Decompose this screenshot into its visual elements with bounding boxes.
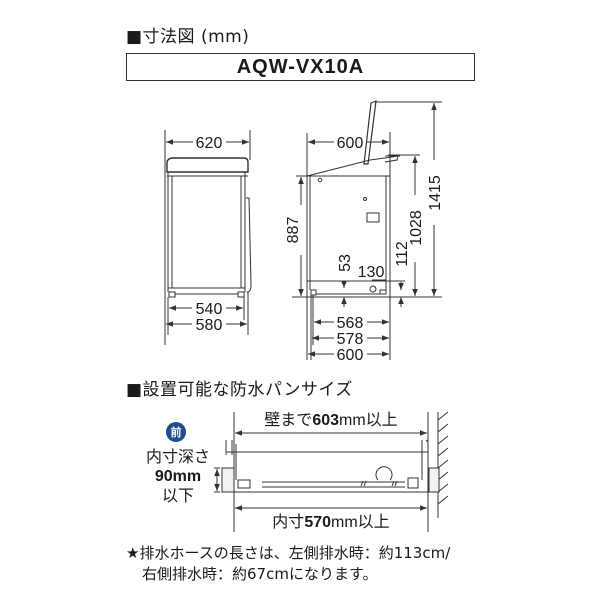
dimension-section-title: ■寸法図 (mm) <box>126 27 250 47</box>
model-name: AQW-VX10A <box>236 55 365 78</box>
depth-line1: 内寸深さ <box>145 447 210 466</box>
waterproof-pan-diagram <box>221 411 449 532</box>
front-badge-label: 前 <box>170 426 182 439</box>
depth-line3: 以下 <box>161 486 194 505</box>
side-height-body: 887 <box>285 217 302 244</box>
to-wall-label: 壁まで603mm以上 <box>264 410 397 429</box>
model-name-box: AQW-VX10A <box>126 53 475 81</box>
front-outer-base: 580 <box>196 317 223 334</box>
front-view-washer <box>164 130 252 345</box>
footnote-line2: 右側排水時：約67cmになります。 <box>142 565 378 583</box>
side-base-568: 568 <box>337 315 364 332</box>
side-depth-top: 600 <box>337 135 364 152</box>
side-base-600: 600 <box>337 347 364 364</box>
waterproof-pan-section-title: ■設置可能な防水パンサイズ <box>126 380 353 400</box>
side-drain-level: 112 <box>394 241 411 267</box>
side-drain-height: 53 <box>337 254 354 272</box>
front-width-top: 620 <box>196 135 223 152</box>
front-inner-base: 540 <box>196 301 223 318</box>
side-drain-offset: 130 <box>358 264 385 281</box>
side-view-washer <box>292 100 442 360</box>
side-height-lid-open: 1415 <box>427 175 444 211</box>
inner-size-label: 内寸570mm以上 <box>272 513 389 531</box>
front-badge: 前 <box>166 422 186 442</box>
depth-value: 90mm <box>154 468 202 485</box>
footnote-line1: ★排水ホースの長さは、左側排水時：約113cm/ <box>126 544 451 562</box>
pan-depth-label: 内寸深さ 90mm 以下 <box>128 447 228 505</box>
side-base-578: 578 <box>337 331 364 348</box>
side-height-lid-top: 1028 <box>408 210 425 246</box>
